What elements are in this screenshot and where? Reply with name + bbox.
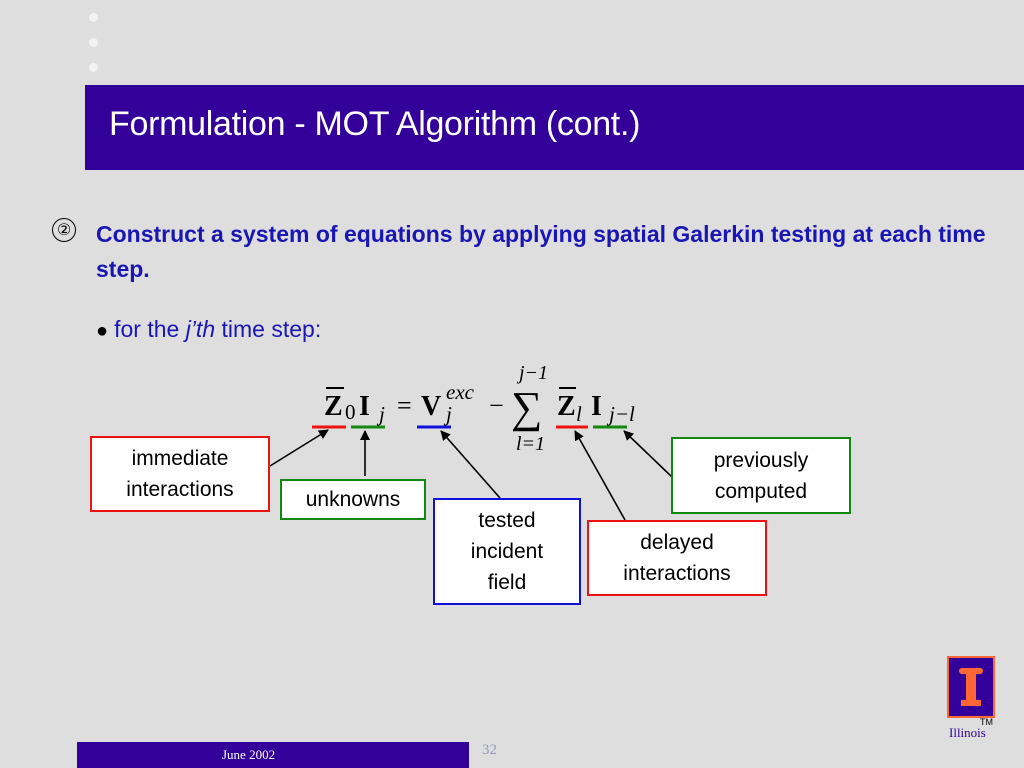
sub-bullet-suffix: time step: <box>215 316 322 342</box>
step-number-icon: ② <box>52 218 76 242</box>
eq-il-sub: j−l <box>606 402 635 426</box>
eq-i: I <box>359 391 370 422</box>
decor-dot <box>89 63 98 72</box>
arrow-previous <box>623 430 673 478</box>
eq-equals: = <box>397 391 412 420</box>
logo-text: Illinois <box>949 725 986 740</box>
page-number: 32 <box>482 742 497 758</box>
eq-z0-sub: 0 <box>345 400 356 424</box>
arrow-delayed <box>574 430 626 521</box>
footer-bar <box>77 742 469 768</box>
label-delayed-interactions: delayed interactions <box>587 520 767 596</box>
footer-date: June 2002 <box>222 747 276 762</box>
arrow-tested <box>440 430 501 499</box>
label-immediate-line2: interactions <box>126 478 234 501</box>
bullet-dot-icon: ● <box>96 320 109 342</box>
label-previous-line2: computed <box>714 479 808 503</box>
label-delayed-line1: delayed <box>640 531 714 554</box>
sub-bullet-prefix: for the <box>114 316 186 342</box>
illinois-logo <box>947 656 995 718</box>
label-tested-line1: tested <box>478 509 536 532</box>
label-unknowns: unknowns <box>280 479 426 520</box>
eq-sum-lower: l=1 <box>516 433 545 455</box>
eq-sum-symbol: ∑ <box>511 383 542 432</box>
trademark: TM <box>980 717 993 727</box>
eq-il: I <box>591 391 602 422</box>
label-immediate-interactions: immediate interactions <box>90 436 270 512</box>
illinois-column-icon <box>959 668 983 706</box>
label-delayed-line2: interactions <box>623 562 731 585</box>
step-text: Construct a system of equations by apply… <box>96 221 986 282</box>
title-bar: Formulation - MOT Algorithm (cont.) <box>85 85 1024 170</box>
label-previous-line1: previously <box>713 448 809 472</box>
slide-title: Formulation - MOT Algorithm (cont.) <box>109 105 641 143</box>
arrow-immediate <box>269 429 329 467</box>
decor-dot <box>89 38 98 47</box>
eq-i-sub: j <box>376 402 385 426</box>
label-previously-computed: previously computed <box>671 437 851 514</box>
eq-zl-sub: l <box>576 402 582 426</box>
eq-v-sup: exc <box>446 380 475 404</box>
sub-bullet: ●for the j’th time step: <box>96 316 321 343</box>
sub-bullet-italic: j’th <box>185 316 216 342</box>
eq-v-sub: j <box>443 402 452 426</box>
label-tested-line3: field <box>487 571 527 594</box>
label-tested-line2: incident <box>470 540 544 563</box>
eq-z0: Z <box>324 391 343 422</box>
label-immediate-line1: immediate <box>131 447 229 470</box>
decor-dot <box>89 13 98 22</box>
eq-minus: − <box>489 391 504 420</box>
eq-sum-upper: j−1 <box>516 362 548 384</box>
eq-v: V <box>421 391 441 422</box>
label-unknowns-text: unknowns <box>305 488 401 511</box>
label-tested-incident-field: tested incident field <box>433 498 581 605</box>
eq-zl: Z <box>557 391 576 422</box>
